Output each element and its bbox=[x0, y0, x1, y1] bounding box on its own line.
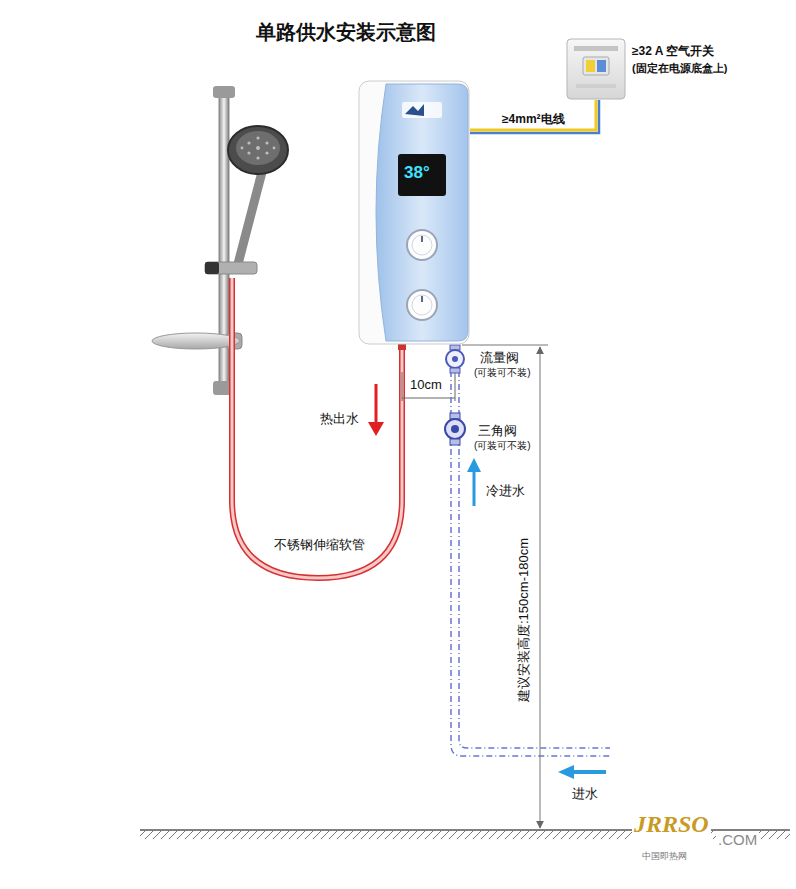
cold-pipe bbox=[451, 345, 610, 756]
soap-dish bbox=[152, 333, 240, 349]
watermark: .COM bbox=[716, 831, 759, 849]
cold-pipe bbox=[459, 345, 610, 748]
switch-window bbox=[583, 57, 609, 75]
flow-valve bbox=[446, 350, 464, 368]
height-dimension bbox=[540, 347, 541, 828]
dimension-line bbox=[402, 398, 455, 399]
flow-label: 冷进水 bbox=[486, 483, 525, 499]
valve-name: 三角阀 bbox=[478, 423, 517, 439]
heater-logo bbox=[402, 102, 442, 118]
flow-label: 热出水 bbox=[320, 411, 359, 427]
heater-knob bbox=[407, 290, 437, 320]
heater-display bbox=[398, 154, 446, 196]
heater-outline bbox=[358, 80, 470, 345]
shower-nozzles bbox=[241, 136, 276, 159]
knob-ring bbox=[412, 295, 432, 315]
switch-plate bbox=[576, 84, 616, 88]
valve-name: 流量阀 bbox=[480, 350, 519, 366]
heater-body bbox=[359, 81, 469, 344]
watermark: JRRSO bbox=[632, 810, 711, 839]
valve-note: (可装可不装) bbox=[474, 440, 531, 452]
wire-core bbox=[470, 100, 599, 133]
cold-arrow-head bbox=[467, 458, 481, 472]
hot-arrow bbox=[375, 384, 378, 424]
heater-knob bbox=[407, 230, 437, 260]
watermark: 中国即热网 bbox=[640, 851, 689, 862]
dimension-label: 建议安装高度:150cm-180cm bbox=[516, 538, 532, 702]
wire-label: ≥4mm²电线 bbox=[502, 112, 565, 126]
inlet-arrow bbox=[572, 770, 606, 774]
dimension-tick bbox=[455, 372, 456, 401]
switch-body bbox=[567, 39, 625, 99]
power-wire bbox=[470, 100, 599, 133]
switch-lever bbox=[586, 60, 595, 72]
display-reading: 38° bbox=[404, 163, 430, 183]
inlet-arrow-head bbox=[558, 765, 574, 779]
air-switch: ≥32 A 空气开关 (固定在电源底盒上) bbox=[566, 38, 732, 100]
valve-nut bbox=[450, 439, 460, 445]
switch-outline bbox=[566, 38, 626, 100]
flow-label: 进水 bbox=[572, 786, 598, 802]
part-name: 不锈钢伸缩软管 bbox=[274, 537, 365, 553]
extension-line bbox=[462, 345, 548, 346]
logo-mark bbox=[405, 104, 424, 116]
knob-pointer bbox=[421, 296, 423, 302]
shower-face bbox=[236, 131, 280, 165]
handle-holder bbox=[205, 262, 257, 274]
holder-knob bbox=[205, 262, 219, 274]
heater-panel bbox=[376, 84, 468, 341]
dimension-tick bbox=[402, 372, 403, 401]
switch-label: ≥32 A 空气开关 bbox=[632, 44, 714, 58]
shower-head bbox=[228, 126, 288, 174]
water-heater: 38° bbox=[358, 80, 470, 345]
angle-valve-core bbox=[451, 425, 459, 433]
angle-valve bbox=[445, 419, 465, 439]
switch-label: (固定在电源底盒上) bbox=[632, 62, 727, 75]
valve-note: (可装可不装) bbox=[474, 367, 531, 379]
shower-handle bbox=[238, 172, 262, 264]
valve-nut bbox=[450, 368, 460, 373]
dimension-label: 10cm bbox=[408, 377, 444, 393]
knob-pointer bbox=[421, 236, 423, 242]
wire-core bbox=[470, 100, 596, 130]
switch-lever bbox=[597, 60, 606, 72]
flow-valve-core bbox=[452, 356, 458, 362]
diagram-title: 单路供水安装示意图 bbox=[256, 20, 436, 44]
knob-ring bbox=[412, 235, 432, 255]
hot-arrow-head bbox=[368, 422, 384, 436]
switch-strip bbox=[574, 46, 618, 51]
cold-arrow bbox=[473, 470, 476, 506]
rail-bracket bbox=[213, 86, 235, 98]
